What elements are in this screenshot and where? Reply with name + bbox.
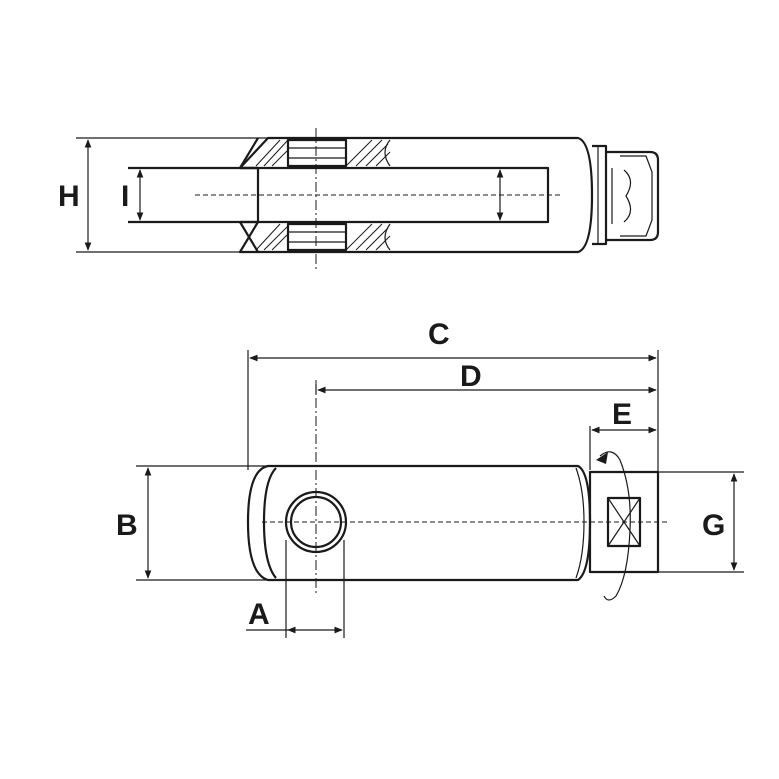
lower-section-hatch bbox=[255, 223, 391, 251]
rotation-arrow bbox=[599, 451, 631, 601]
label-C: C bbox=[428, 318, 450, 351]
top-hex-end bbox=[606, 150, 660, 242]
top-shoulder bbox=[592, 144, 608, 246]
label-H: H bbox=[58, 180, 80, 213]
label-B: B bbox=[116, 509, 138, 542]
square-drive bbox=[606, 496, 642, 548]
front-body-outline bbox=[246, 464, 592, 582]
lower-pin-hole bbox=[286, 222, 348, 252]
label-G: G bbox=[702, 509, 725, 542]
label-A: A bbox=[248, 598, 270, 631]
label-I: I bbox=[121, 180, 129, 213]
top-view bbox=[76, 128, 660, 272]
label-E: E bbox=[612, 398, 632, 431]
front-view bbox=[136, 350, 744, 638]
upper-section-hatch bbox=[255, 139, 391, 167]
upper-pin-hole bbox=[286, 138, 348, 168]
label-D: D bbox=[460, 360, 482, 393]
